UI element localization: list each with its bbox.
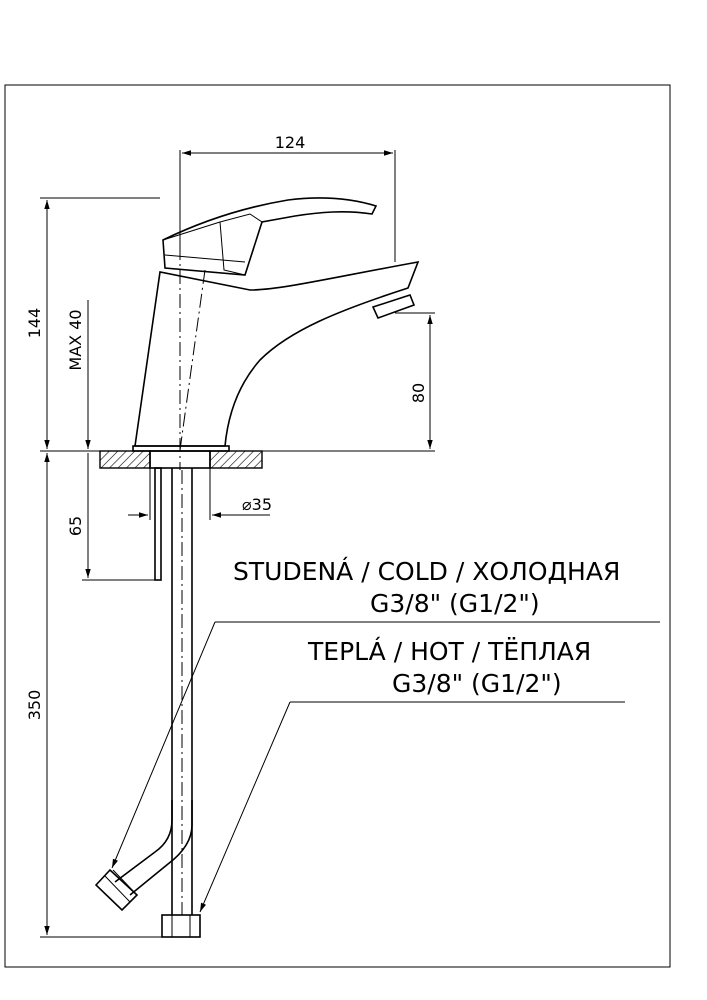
dim-label-124: 124 (275, 133, 306, 152)
dim-height: 144 (25, 197, 160, 452)
label-cold-thread: G3/8" (G1/2") (370, 589, 540, 618)
drawing-frame (4, 84, 671, 968)
callout-hot: TEPLÁ / HOT / ТЁПЛАЯ G3/8" (G1/2") (199, 637, 625, 913)
dim-label-35: ⌀35 (242, 495, 272, 514)
label-hot-thread: G3/8" (G1/2") (392, 669, 562, 698)
dim-label-350: 350 (25, 690, 44, 721)
countertop-section (94, 450, 263, 938)
dim-depth-65: 65 (66, 453, 160, 581)
label-cold-title: STUDENÁ / COLD / ХОЛОДНАЯ (233, 557, 620, 586)
faucet-body (132, 197, 420, 452)
label-hot-title: TEPLÁ / HOT / ТЁПЛАЯ (307, 637, 591, 666)
dim-diameter-35: ⌀35 (128, 468, 272, 520)
dim-max-40: MAX 40 (66, 300, 91, 449)
callout-cold: STUDENÁ / COLD / ХОЛОДНАЯ G3/8" (G1/2") (111, 557, 660, 869)
dim-width: 124 (179, 133, 396, 262)
dim-length-350: 350 (25, 453, 165, 938)
dim-label-max-40: MAX 40 (66, 309, 85, 370)
dim-label-144: 144 (25, 308, 44, 339)
dim-label-80: 80 (409, 383, 428, 403)
dim-label-65: 65 (66, 516, 85, 536)
dim-spout-80: 80 (262, 312, 435, 452)
centerline-tilted (179, 269, 206, 451)
